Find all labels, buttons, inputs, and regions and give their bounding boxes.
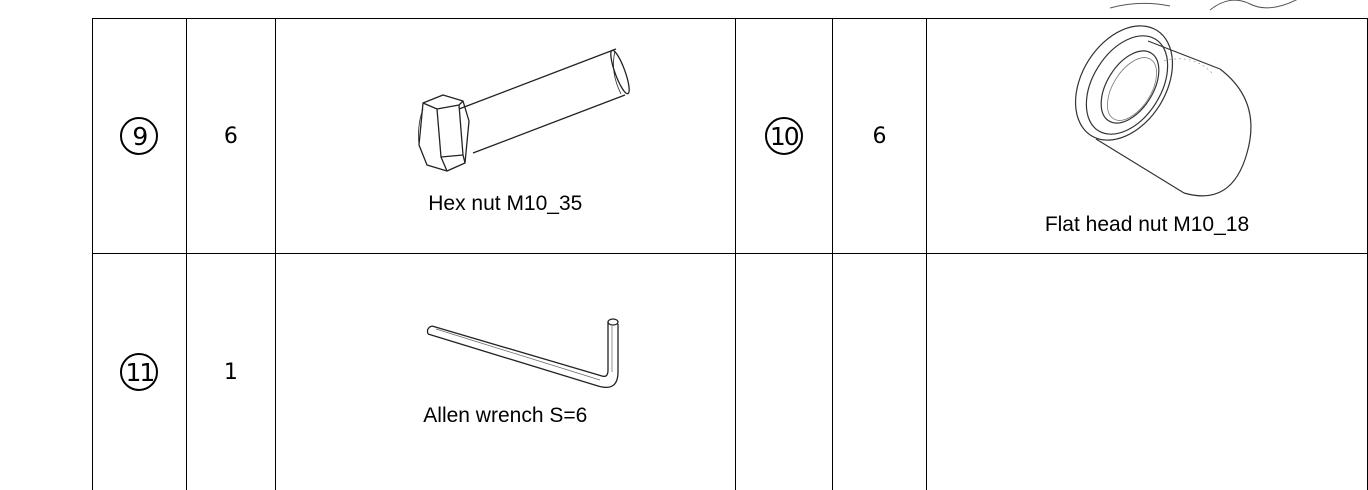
quantity-cell: 6 — [832, 18, 927, 254]
part-number-badge: 10 — [764, 117, 803, 155]
parts-table: 9 6 — [92, 18, 1368, 490]
part-quantity: 6 — [872, 123, 887, 149]
part-number: 9 — [132, 122, 148, 151]
part-number-cell: 10 — [734, 18, 834, 254]
allen-wrench-icon — [426, 318, 619, 389]
part-cell — [925, 253, 1368, 490]
part-number: 10 — [769, 122, 800, 151]
quantity-cell: 1 — [185, 253, 277, 490]
flat-head-nut-icon — [1074, 25, 1252, 197]
part-number-badge: 11 — [120, 353, 159, 391]
page-edge-arc — [1110, 0, 1298, 11]
table-row: 11 1 Allen wrench S=6 — [92, 253, 1368, 490]
part-number-badge: 9 — [120, 117, 159, 155]
part-number-cell: 11 — [92, 253, 187, 490]
part-cell: Allen wrench S=6 — [275, 253, 736, 490]
part-quantity: 6 — [223, 123, 238, 149]
quantity-cell: 6 — [185, 18, 277, 254]
part-quantity: 1 — [223, 359, 238, 385]
part-cell: Hex nut M10_35 — [275, 18, 736, 254]
part-name: Flat head nut M10_18 — [1044, 213, 1250, 236]
part-name: Hex nut M10_35 — [428, 192, 583, 215]
hex-bolt-icon — [418, 48, 630, 172]
part-number: 11 — [125, 358, 155, 387]
part-number-cell: 9 — [92, 18, 187, 254]
part-cell: Flat head nut M10_18 — [925, 18, 1368, 254]
part-name: Allen wrench S=6 — [423, 404, 588, 427]
table-row: 9 6 — [92, 18, 1368, 254]
quantity-cell — [832, 253, 927, 490]
part-number-cell — [734, 253, 834, 490]
